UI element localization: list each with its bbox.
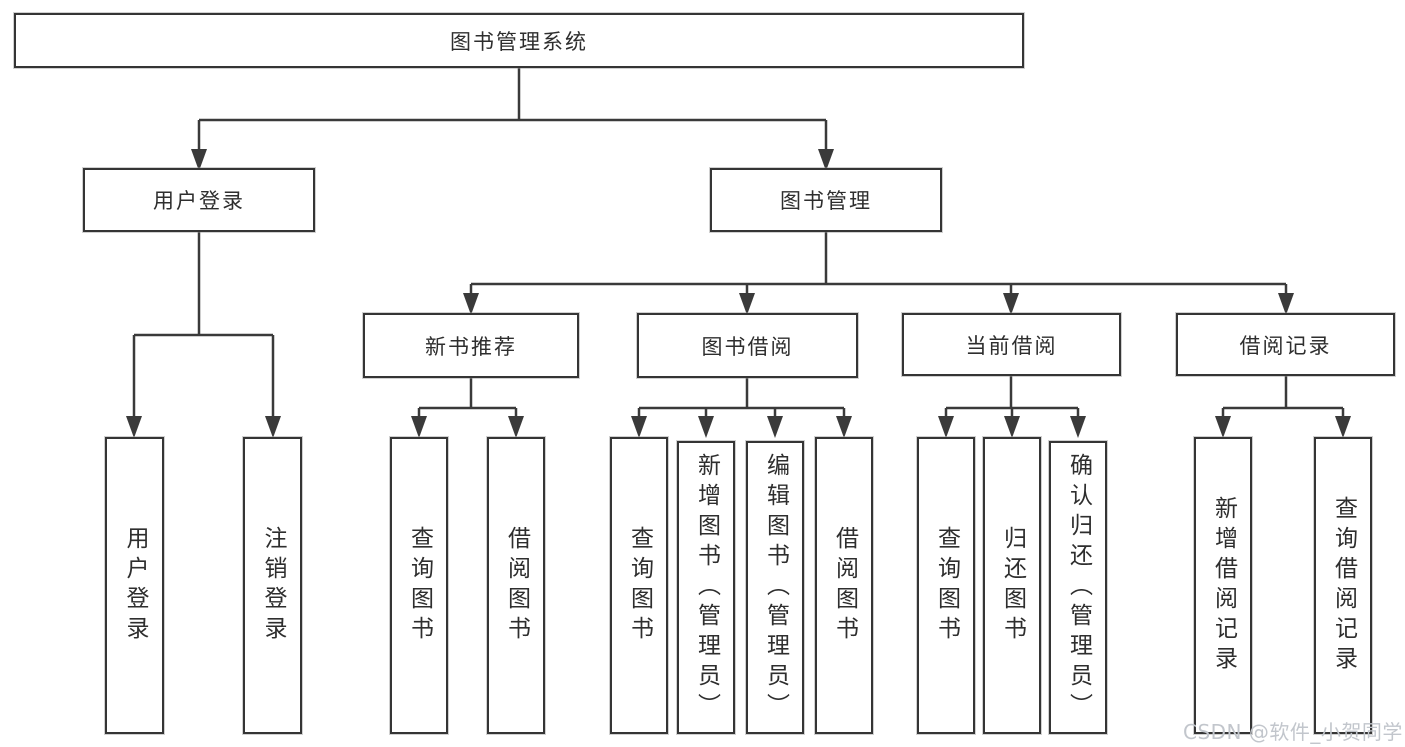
leaf-add-books-admin: 新增图书（管理员） — [677, 441, 735, 734]
node-label: 图书借阅 — [701, 334, 794, 359]
connector-bookmgmt-to-level3 — [469, 232, 1288, 294]
node-label: 借阅图书 — [831, 525, 858, 646]
connector-currentborrow-to-leaves — [944, 376, 1080, 417]
node-label: 新书推荐 — [425, 334, 517, 359]
leaf-add-borrow-record: 新增借阅记录 — [1194, 437, 1252, 734]
arrowhead — [739, 293, 755, 315]
node-label: 借阅图书 — [503, 525, 530, 646]
arrowhead — [1335, 416, 1351, 438]
connector-borrowrecords-to-leaves — [1221, 376, 1345, 417]
arrowhead — [836, 416, 852, 438]
connector-newbookrec-to-leaves — [417, 378, 518, 417]
node-label: 编辑图书（管理员） — [762, 452, 789, 723]
node-book-borrowing: 图书借阅 — [637, 313, 858, 378]
node-book-management: 图书管理 — [710, 168, 942, 232]
node-label: 确认归还（管理员） — [1065, 452, 1092, 723]
node-current-borrowing: 当前借阅 — [902, 313, 1121, 376]
leaf-borrow-books-recommendation: 借阅图书 — [487, 437, 545, 734]
leaf-edit-books-admin: 编辑图书（管理员） — [746, 441, 804, 734]
leaf-query-books-current: 查询图书 — [917, 437, 975, 734]
node-library-management-system: 图书管理系统 — [14, 13, 1024, 68]
node-label: 用户登录 — [122, 525, 148, 646]
leaf-return-books: 归还图书 — [983, 437, 1041, 734]
node-label: 查询图书 — [406, 525, 433, 646]
arrowhead — [411, 416, 427, 438]
leaf-query-books-borrowing: 查询图书 — [610, 437, 668, 734]
leaf-confirm-return-admin: 确认归还（管理员） — [1049, 441, 1107, 734]
csdn-watermark: CSDN @软件_小贺同学 — [1183, 720, 1403, 744]
node-label: 图书管理系统 — [450, 29, 588, 54]
node-label: 注销登录 — [260, 525, 286, 646]
node-label: 查询图书 — [626, 525, 653, 646]
arrowhead — [938, 416, 954, 438]
arrowhead — [1004, 416, 1020, 438]
node-label: 当前借阅 — [965, 333, 1058, 358]
arrowhead — [818, 149, 834, 171]
arrowhead — [191, 149, 207, 171]
arrowhead — [1215, 416, 1231, 438]
leaf-query-borrow-record: 查询借阅记录 — [1314, 437, 1372, 734]
leaf-user-login: 用户登录 — [105, 437, 164, 734]
arrowhead — [698, 416, 714, 438]
node-label: 借阅记录 — [1239, 333, 1332, 358]
node-user-login: 用户登录 — [83, 168, 315, 232]
arrowhead — [126, 416, 142, 438]
arrowhead — [1003, 293, 1019, 315]
node-label: 归还图书 — [999, 525, 1026, 646]
connector-userlogin-to-leaves — [132, 232, 275, 417]
leaf-borrow-books-borrowing: 借阅图书 — [815, 437, 873, 734]
arrowhead — [1070, 416, 1086, 438]
node-label: 查询借阅记录 — [1330, 495, 1357, 676]
node-label: 新增图书（管理员） — [693, 452, 720, 723]
leaf-logout-login: 注销登录 — [243, 437, 302, 734]
arrowhead — [463, 293, 479, 315]
node-label: 新增借阅记录 — [1210, 495, 1237, 676]
arrowhead — [1278, 293, 1294, 315]
node-label: 用户登录 — [153, 189, 245, 213]
node-label: 查询图书 — [933, 525, 960, 646]
arrowhead — [265, 416, 281, 438]
node-new-book-recommendation: 新书推荐 — [363, 313, 579, 378]
connector-root-to-level2 — [197, 67, 828, 150]
leaf-query-books-recommendation: 查询图书 — [390, 437, 448, 734]
arrowhead — [631, 416, 647, 438]
arrowhead — [508, 416, 524, 438]
connector-bookborrow-to-leaves — [637, 378, 846, 417]
node-label: 图书管理 — [780, 189, 872, 213]
arrowhead — [767, 416, 783, 438]
node-borrowing-records: 借阅记录 — [1176, 313, 1395, 376]
